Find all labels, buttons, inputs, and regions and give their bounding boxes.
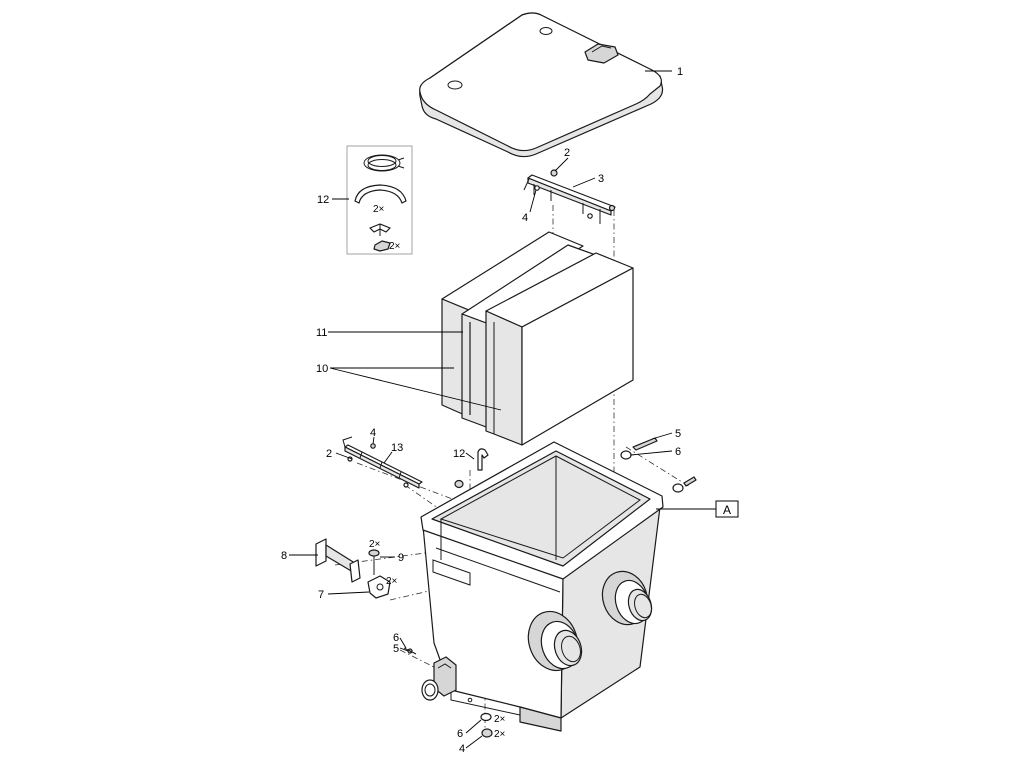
- bottom-screws: [467, 697, 493, 738]
- callout-12-kit: 12: [317, 194, 329, 206]
- hose-nozzle: [373, 240, 391, 252]
- callout-1: 1: [677, 66, 683, 78]
- callout-5-right: 5: [675, 428, 681, 440]
- reference-box-a: A: [715, 500, 739, 518]
- callout-3: 3: [598, 173, 604, 185]
- callout-2-side: 2: [326, 448, 332, 460]
- callout-12-hook: 12: [453, 448, 465, 460]
- callout-13: 13: [391, 442, 403, 454]
- callout-4-side: 4: [370, 427, 376, 439]
- qty-kit-nozzle: 2×: [389, 241, 401, 252]
- qty-bottom-4: 2×: [494, 729, 506, 740]
- side-screws-left: [403, 647, 417, 655]
- callout-6-right: 6: [675, 446, 681, 458]
- drain-valve: [421, 656, 457, 701]
- inlet-tube: [315, 538, 361, 583]
- callout-4-bottom: 4: [459, 743, 465, 755]
- callout-8: 8: [281, 550, 287, 562]
- callout-6-bottom: 6: [457, 728, 463, 740]
- mount-bracket: [367, 575, 391, 599]
- clamp-clips: [354, 184, 407, 204]
- callout-9: 9: [398, 552, 404, 564]
- outlet-port-front: [527, 610, 583, 672]
- top-bracket: [523, 169, 616, 224]
- qty-kit-clip: 2×: [373, 204, 385, 215]
- side-screws-right: [620, 437, 697, 493]
- hose-hook: [454, 448, 489, 489]
- callout-2-top: 2: [564, 147, 570, 159]
- callout-5-left: 5: [393, 643, 399, 655]
- filter-housing: [420, 441, 664, 732]
- outlet-port-rear: [601, 570, 653, 626]
- callout-7: 7: [318, 589, 324, 601]
- qty-bracket-7: 2×: [386, 576, 398, 587]
- quantity-labels: 2× 2× 2× 2× 2× 2×: [369, 204, 506, 740]
- lid: [419, 12, 664, 158]
- hose-ring: [363, 154, 405, 172]
- reference-box-label: A: [723, 503, 731, 517]
- callout-6-left: 6: [393, 632, 399, 644]
- kit-box-outline: [346, 145, 413, 255]
- wing-nut: [369, 223, 391, 236]
- callout-labels: 1 2 3 4 12 11 10 4 13 2 12 5 6 8 9 7 6 5…: [281, 66, 683, 755]
- callout-10: 10: [316, 363, 328, 375]
- qty-screw-9: 2×: [369, 539, 381, 550]
- accessory-kit: [346, 145, 413, 255]
- callout-11: 11: [316, 327, 327, 339]
- side-bracket: [342, 436, 423, 489]
- qty-bottom-6: 2×: [494, 714, 506, 725]
- callout-4-top: 4: [522, 212, 528, 224]
- filter-foam-stack: [441, 231, 634, 446]
- leader-lines: [289, 70, 716, 749]
- screw-9: [368, 549, 380, 575]
